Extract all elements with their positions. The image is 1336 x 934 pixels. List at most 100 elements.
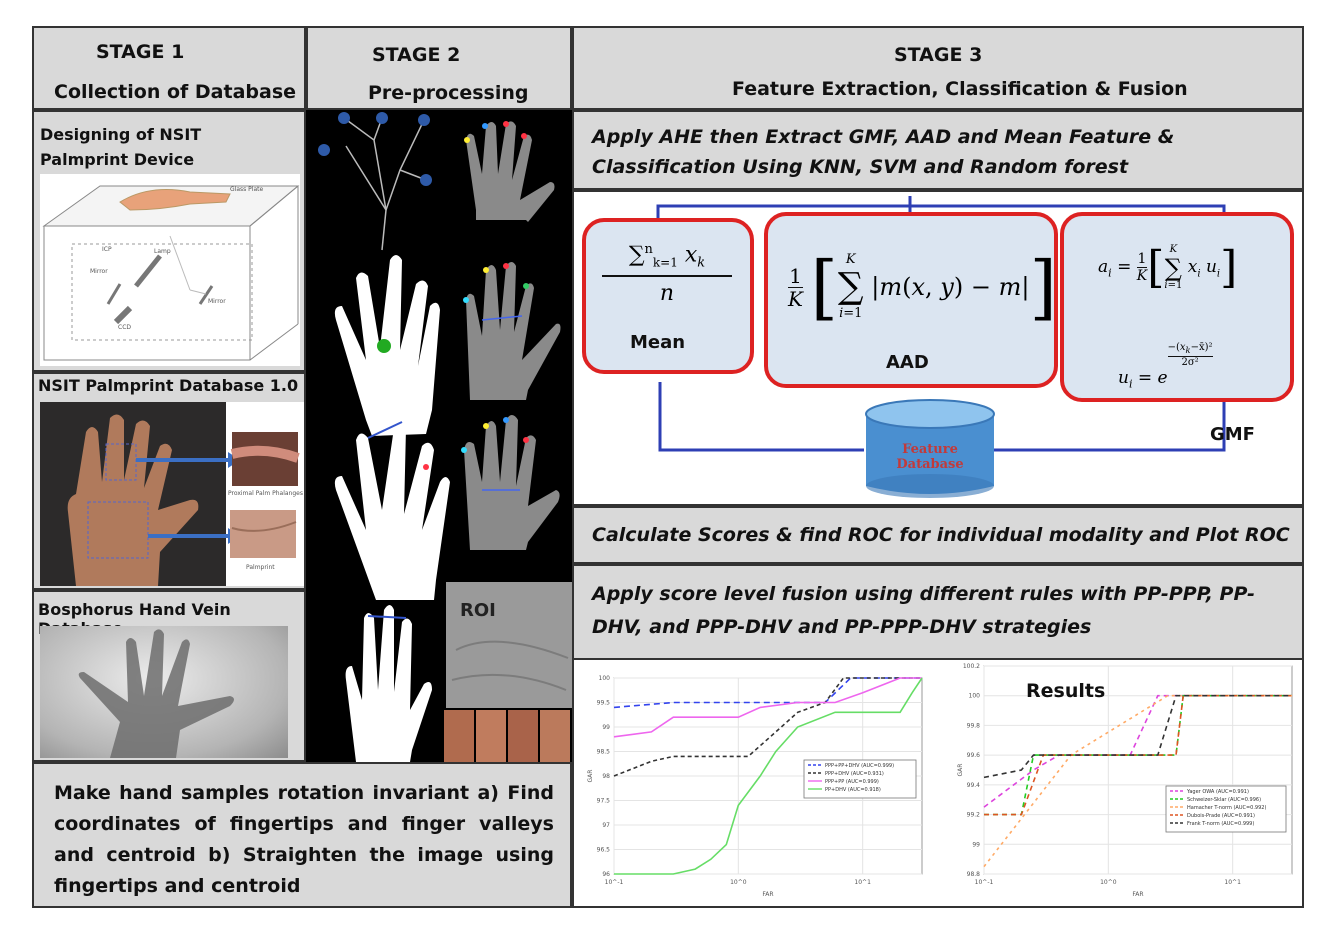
hand-on-glass — [119, 189, 231, 211]
mean-box: ∑nk=1 xk n Mean — [582, 218, 754, 374]
legend-box — [1165, 785, 1287, 833]
step1-panel: Apply AHE then Extract GMF, AAD and Mean… — [572, 110, 1304, 190]
device-diagram: Glass Plate Lamp ICP Mirror CCD Mirror — [40, 174, 300, 366]
stage1-title: STAGE 1 — [96, 41, 185, 63]
x-tick-label: 10^1 — [854, 879, 871, 886]
legend-entry: Frank T-norm (AUC=0.999) — [1187, 821, 1254, 827]
database-label: Feature Database — [874, 442, 986, 472]
gmf-label: GMF — [1210, 424, 1255, 445]
x-tick-label: 10^1 — [1224, 879, 1241, 886]
label-lamp: Lamp — [154, 248, 171, 255]
y-tick-label: 99.5 — [597, 700, 611, 707]
database-caption: NSIT Palmprint Database 1.0 — [38, 376, 299, 395]
legend-entry: Yager OWA (AUC=0.991) — [1186, 789, 1249, 795]
x-tick-label: 10^-1 — [605, 879, 624, 886]
y-tick-label: 99.2 — [967, 812, 981, 819]
aad-label: AAD — [886, 352, 929, 373]
y-tick-label: 97.5 — [597, 798, 611, 805]
stage2-title: STAGE 2 — [372, 44, 461, 66]
step3-panel: Apply score level fusion using different… — [572, 564, 1304, 660]
x-axis-label: FAR — [762, 891, 773, 898]
label-mirror1: Mirror — [90, 268, 108, 275]
device-panel: Designing of NSIT Palmprint Device Glass… — [32, 110, 306, 372]
y-tick-label: 100.2 — [963, 663, 980, 670]
vein-panel: Bosphorus Hand Vein Database — [32, 590, 306, 762]
database-label-line2: Database — [896, 457, 964, 472]
label-glass: Glass Plate — [230, 186, 264, 193]
series-line — [984, 694, 1292, 816]
y-tick-label: 99.6 — [967, 752, 981, 759]
hand-skeleton — [343, 117, 427, 251]
legend-entry: PPP+PP (AUC=0.999) — [825, 779, 879, 785]
x-tick-label: 10^-1 — [975, 879, 994, 886]
step2-text: Calculate Scores & find ROC for individu… — [592, 524, 1290, 546]
palm-database-illustration — [40, 402, 300, 586]
stage1-subtitle: Collection of Database — [54, 81, 297, 103]
step3-text: Apply score level fusion using different… — [592, 583, 1255, 638]
mean-label: Mean — [630, 332, 686, 353]
database-label-line1: Feature — [902, 442, 958, 457]
label-ccd: CCD — [118, 324, 131, 331]
series-line — [613, 677, 922, 738]
x-axis-label: FAR — [1132, 891, 1143, 898]
roc-chart-fusion: 98.8 99 99.2 99.4 99.6 99.8 100 100.2 10^-1 10^0 1… — [957, 663, 1293, 898]
y-tick-label: 97 — [602, 822, 610, 829]
y-axis-label: GAR — [957, 764, 964, 777]
database-images: Proximal Palm Phalanges Palmprint — [40, 402, 304, 586]
legend-entry: Schweizer-Sklar (AUC=0.996) — [1187, 797, 1261, 803]
y-tick-label: 99.8 — [967, 722, 981, 729]
y-tick-label: 98.8 — [967, 871, 981, 878]
device-box-illustration — [42, 185, 300, 361]
preprocessing-illustration — [318, 112, 572, 762]
y-tick-label: 96.5 — [597, 847, 611, 854]
series-line — [613, 677, 922, 777]
x-tick-label: 10^0 — [1100, 879, 1117, 886]
series-line — [983, 694, 1292, 779]
y-axis-label: GAR — [587, 770, 594, 783]
legend-box — [803, 759, 917, 799]
label-mirror2: Mirror — [208, 298, 226, 305]
preprocessing-panel: ROI — [306, 110, 572, 762]
vein-hand-illustration — [78, 629, 234, 758]
stage2-header: STAGE 2 Pre-processing — [306, 26, 572, 110]
rotation-text: Make hand samples rotation invariant a) … — [54, 782, 554, 897]
feature-connectors — [656, 196, 1226, 498]
roi-label: ROI — [460, 600, 496, 621]
rotation-panel: Make hand samples rotation invariant a) … — [32, 762, 572, 908]
y-tick-label: 99.4 — [967, 782, 981, 789]
database-panel: NSIT Palmprint Database 1.0 Proximal Pal… — [32, 372, 306, 590]
label-proximal: Proximal Palm Phalanges — [228, 490, 303, 497]
step2-panel: Calculate Scores & find ROC for individu… — [572, 506, 1304, 564]
binary-hand-3 — [345, 605, 432, 762]
database-cylinder — [865, 399, 995, 498]
stage3-title: STAGE 3 — [894, 44, 983, 66]
y-tick-label: 98.5 — [597, 749, 611, 756]
label-palmprint: Palmprint — [246, 564, 275, 571]
results-label: Results — [1026, 680, 1106, 702]
stage3-subtitle: Feature Extraction, Classification & Fus… — [732, 78, 1188, 100]
legend-entry: Dubois-Prade (AUC=0.991) — [1187, 813, 1255, 819]
y-tick-label: 99 — [602, 724, 610, 731]
stage1-header: STAGE 1 Collection of Database — [32, 26, 306, 110]
y-tick-label: 100 — [969, 693, 981, 700]
label-icp: ICP — [102, 246, 112, 253]
y-tick-label: 99 — [972, 841, 980, 848]
roi-strips — [444, 710, 570, 762]
y-tick-label: 96 — [602, 871, 610, 878]
y-tick-label: 98 — [602, 773, 610, 780]
step1-text: Apply AHE then Extract GMF, AAD and Mean… — [592, 126, 1175, 178]
binary-hand-2 — [334, 422, 450, 600]
y-tick-label: 100 — [599, 675, 611, 682]
stage2-subtitle: Pre-processing — [368, 82, 529, 104]
stage3-header: STAGE 3 Feature Extraction, Classificati… — [572, 26, 1304, 110]
mean-formula: ∑nk=1 xk n — [602, 242, 732, 306]
series-line — [614, 677, 923, 875]
device-caption: Designing of NSIT Palmprint Device — [40, 125, 202, 169]
gray-hands — [464, 121, 561, 550]
